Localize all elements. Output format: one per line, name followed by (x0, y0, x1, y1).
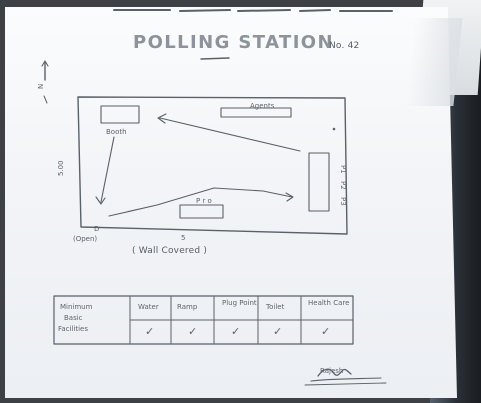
booth-label: Booth (106, 128, 127, 136)
signature-text: Rajesh (320, 367, 343, 375)
facility-water: Water (138, 303, 159, 311)
facility-toilet: Toilet (265, 303, 285, 311)
right-station-box (308, 152, 330, 212)
right-code-3: P3 (339, 197, 347, 206)
check-health-care: ✓ (321, 325, 330, 338)
compound-label: ( Wall Covered ) (132, 246, 207, 256)
title-suffix: No. 42 (329, 41, 359, 51)
booth-area: Booth (100, 105, 140, 136)
facilities-table: Minimum Basic Facilities Water Ramp Plug… (53, 295, 354, 345)
flow-arrows (95, 113, 301, 217)
facilities-header-line-3: Facilities (58, 325, 88, 333)
faint-header-marks (113, 9, 393, 60)
facilities-header-line-2: Basic (64, 314, 83, 322)
pro-label: P r o (196, 197, 212, 205)
agents-area: Agents (220, 102, 292, 118)
entrance-note: (Open) (73, 235, 97, 243)
north-arrow: N (37, 60, 49, 104)
check-ramp: ✓ (188, 325, 197, 338)
corner-dot (332, 127, 336, 131)
bottom-dimension-label: 5 (181, 234, 185, 242)
check-toilet: ✓ (273, 325, 282, 338)
right-code-1: P1 (339, 165, 347, 174)
right-station-block: P1 P2 P3 (308, 152, 347, 212)
facility-ramp: Ramp (177, 303, 198, 311)
check-plug-point: ✓ (231, 325, 240, 338)
agents-box (220, 107, 292, 118)
facilities-header-line-1: Minimum (60, 303, 93, 311)
facility-plug-point: Plug Point (222, 299, 257, 307)
entrance-label: D (94, 225, 99, 233)
page-title: POLLING STATION (133, 32, 334, 53)
right-code-2: P2 (339, 181, 347, 190)
agents-label: Agents (250, 102, 275, 110)
room-boundary (77, 96, 348, 235)
check-water: ✓ (145, 325, 154, 338)
booth-box (100, 105, 140, 124)
pro-area: P r o (179, 197, 224, 219)
pro-box (179, 204, 224, 219)
side-dimension-label: 5.00 (57, 160, 65, 176)
facility-health-care: Health Care (308, 299, 349, 307)
signature-area: Rajesh (304, 367, 387, 386)
north-label: N (37, 84, 45, 89)
